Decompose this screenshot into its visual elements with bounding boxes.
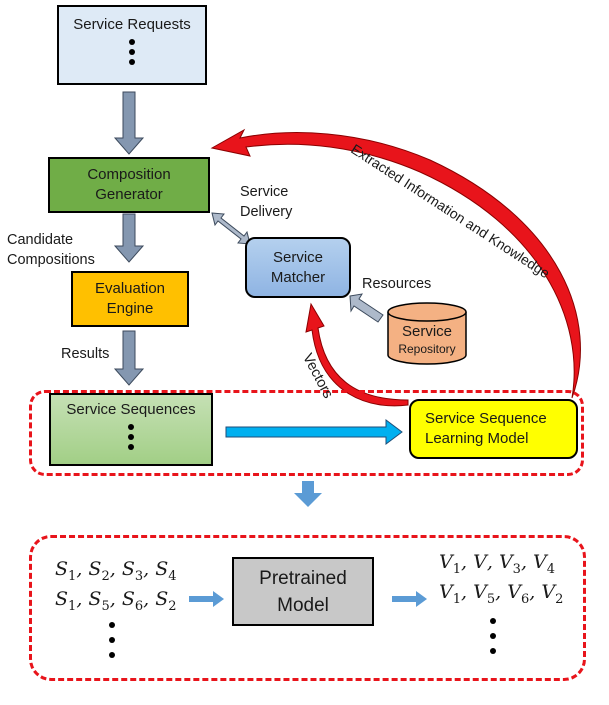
- arrow-generator-to-evaluation: [113, 213, 145, 263]
- service-matcher-line1: Service: [272, 248, 324, 266]
- service-matcher-line2: Matcher: [270, 268, 326, 286]
- composition-generator-box: Composition Generator: [48, 157, 210, 213]
- service-sequences-label: Service Sequences: [66, 401, 196, 418]
- service-repository-label: Service Repository: [388, 323, 466, 357]
- evaluation-engine-box: Evaluation Engine: [71, 271, 189, 327]
- ellipsis-dots: [129, 39, 135, 65]
- resources-label: Resources: [362, 276, 432, 292]
- pretrained-section-frame: [29, 535, 586, 681]
- evaluation-engine-line2: Engine: [106, 300, 154, 317]
- candidate-compositions-label: Candidate Compositions: [7, 232, 95, 268]
- pretrained-line1: Pretrained: [259, 567, 347, 589]
- learning-section-frame: [29, 390, 584, 476]
- arrow-requests-to-generator: [113, 91, 145, 155]
- service-requests-box: Service Requests: [57, 5, 207, 85]
- arrow-evaluation-to-sequences: [113, 330, 145, 386]
- learning-model-line1: Service Sequence: [425, 410, 547, 427]
- arrow-sequences-to-learning: [225, 419, 403, 445]
- service-sequences-box: Service Sequences: [49, 393, 213, 466]
- service-repository-cylinder: [387, 302, 467, 365]
- results-label: Results: [61, 346, 110, 362]
- service-matcher-box: Service Matcher: [245, 237, 351, 298]
- learning-model-box: Service Sequence Learning Model: [409, 399, 578, 459]
- composition-generator-line1: Composition: [87, 166, 171, 183]
- composition-generator-line2: Generator: [95, 186, 163, 203]
- arrow-pretrained-to-output: [392, 591, 427, 607]
- evaluation-engine-line1: Evaluation: [94, 280, 166, 297]
- service-requests-label: Service Requests: [73, 16, 191, 33]
- pretrained-model-box: Pretrained Model: [232, 557, 374, 626]
- input-ellipsis-dots: [109, 622, 115, 658]
- ellipsis-dots: [128, 424, 134, 450]
- arrow-input-to-pretrained: [189, 591, 224, 607]
- input-sequence-row-2: S1, S5, S6, S2: [55, 588, 177, 614]
- input-sequence-row-1: S1, S2, S3, S4: [55, 558, 177, 584]
- vectors-curved-arrow: [305, 302, 409, 407]
- arrow-to-pretrained-section: [294, 481, 322, 507]
- output-ellipsis-dots: [490, 618, 496, 654]
- pretrained-line2: Model: [277, 594, 329, 616]
- arrow-repository-to-matcher: [349, 293, 384, 323]
- service-delivery-label: Service Delivery: [240, 184, 293, 220]
- repository-line1: Service: [401, 323, 453, 340]
- repository-line2: Repository: [398, 342, 456, 356]
- extracted-knowledge-curved-arrow: [210, 128, 581, 399]
- output-vector-row-2: V1, V5, V6, V2: [439, 581, 564, 607]
- output-vector-row-1: V1, V, V3, V4: [439, 551, 556, 577]
- learning-model-line2: Learning Model: [425, 430, 529, 447]
